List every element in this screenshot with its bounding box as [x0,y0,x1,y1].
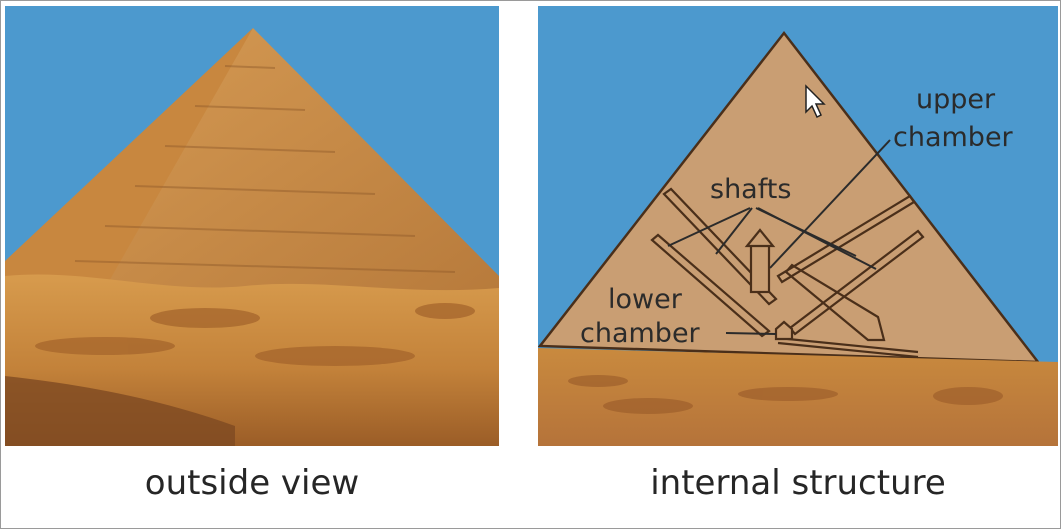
label-upper-chamber-line1: upper [916,84,996,115]
stone-texture [74,65,456,273]
dune-shadows [568,375,1003,414]
shafts-leader-2 [715,207,753,255]
internal-structure-diagram: upper chamber shafts lower chamber [538,6,1058,446]
upper-chamber-roof [744,228,776,248]
shafts-leader-4 [757,207,877,270]
mouse-cursor-icon [805,84,826,119]
foreground-dune [5,376,235,446]
label-lower-chamber-line2: chamber [580,318,701,349]
leader-lines [667,139,891,335]
upper-chamber [749,242,771,294]
right-shaft-lower [788,229,925,336]
outside-view-image [5,6,499,446]
upper-chamber-leader [769,139,891,269]
label-shafts: shafts [710,174,791,205]
dune-shadows [35,303,475,366]
pyramid-lit-face [95,28,499,306]
right-shaft-upper [776,194,916,284]
caption-internal-structure: internal structure [650,463,946,503]
lower-chamber [774,320,794,341]
label-upper-chamber-line2: chamber [893,122,1014,153]
descending-passage [777,336,919,354]
grand-gallery [784,263,886,342]
pyramid-shadow-face [5,28,253,306]
left-shaft-lower [650,233,771,338]
left-shaft-upper [662,187,778,306]
lower-chamber-leader [725,332,777,335]
caption-outside-view: outside view [144,463,360,503]
label-lower-chamber-line1: lower [608,284,683,315]
shafts-leader-1 [667,207,751,247]
shafts [650,187,925,359]
